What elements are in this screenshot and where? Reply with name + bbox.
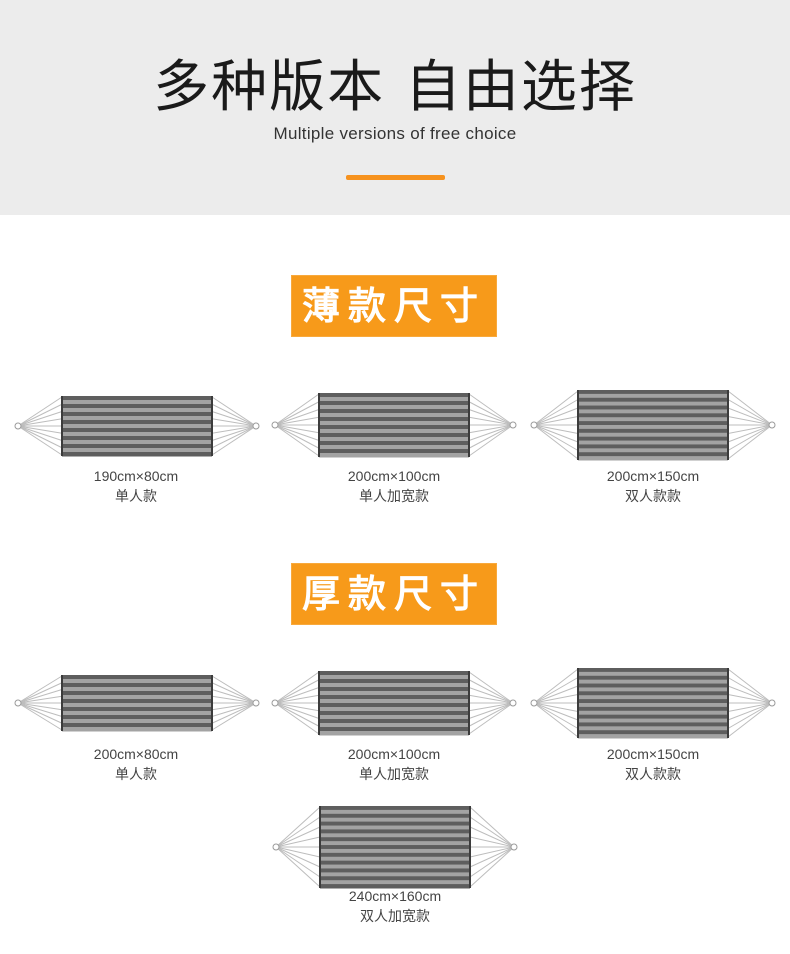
kind-text: 单人加宽款 [359, 488, 429, 504]
accent-divider [346, 175, 445, 180]
hammock-illustration-icon [530, 668, 776, 739]
section-badge-thick: 厚款尺寸 [291, 563, 497, 625]
hammock-thin-wide [271, 393, 517, 458]
size-label-thick-double-wide: 240cm×160cm 双人加宽款 [295, 886, 495, 926]
kind-text: 单人加宽款 [359, 766, 429, 782]
size-label-thin-single: 190cm×80cm 单人款 [36, 466, 236, 506]
hammock-thick-single [14, 675, 260, 732]
hammock-illustration-icon [271, 671, 517, 736]
hammock-thin-single [14, 396, 260, 457]
size-text: 200cm×100cm [347, 468, 441, 484]
hammock-illustration-icon [530, 390, 776, 461]
size-label-thick-wide: 200cm×100cm 单人加宽款 [294, 744, 494, 784]
kind-text: 单人款 [115, 766, 157, 782]
size-text: 190cm×80cm [93, 468, 179, 484]
hammock-illustration-icon [14, 675, 260, 732]
size-text: 200cm×150cm [606, 468, 700, 484]
kind-text: 双人款款 [625, 488, 681, 504]
hammock-thin-double [530, 390, 776, 461]
section-badge-thin: 薄款尺寸 [291, 275, 497, 337]
size-label-thin-double: 200cm×150cm 双人款款 [553, 466, 753, 506]
page-title: 多种版本 自由选择 [153, 55, 637, 120]
kind-text: 单人款 [115, 488, 157, 504]
hammock-illustration-icon [272, 806, 518, 889]
size-text: 240cm×160cm [348, 888, 442, 904]
size-label-thick-single: 200cm×80cm 单人款 [36, 744, 236, 784]
size-text: 200cm×100cm [347, 746, 441, 762]
size-label-thin-wide: 200cm×100cm 单人加宽款 [294, 466, 494, 506]
size-text: 200cm×80cm [93, 746, 179, 762]
kind-text: 双人加宽款 [360, 908, 430, 924]
hammock-illustration-icon [271, 393, 517, 458]
hammock-thick-double [530, 668, 776, 739]
hammock-thick-wide [271, 671, 517, 736]
hammock-illustration-icon [14, 396, 260, 457]
page-subtitle: Multiple versions of free choice [273, 124, 517, 143]
size-label-thick-double: 200cm×150cm 双人款款 [553, 744, 753, 784]
kind-text: 双人款款 [625, 766, 681, 782]
hammock-thick-double-wide [272, 806, 518, 889]
header-banner: 多种版本 自由选择 Multiple versions of free choi… [0, 0, 790, 215]
size-text: 200cm×150cm [606, 746, 700, 762]
